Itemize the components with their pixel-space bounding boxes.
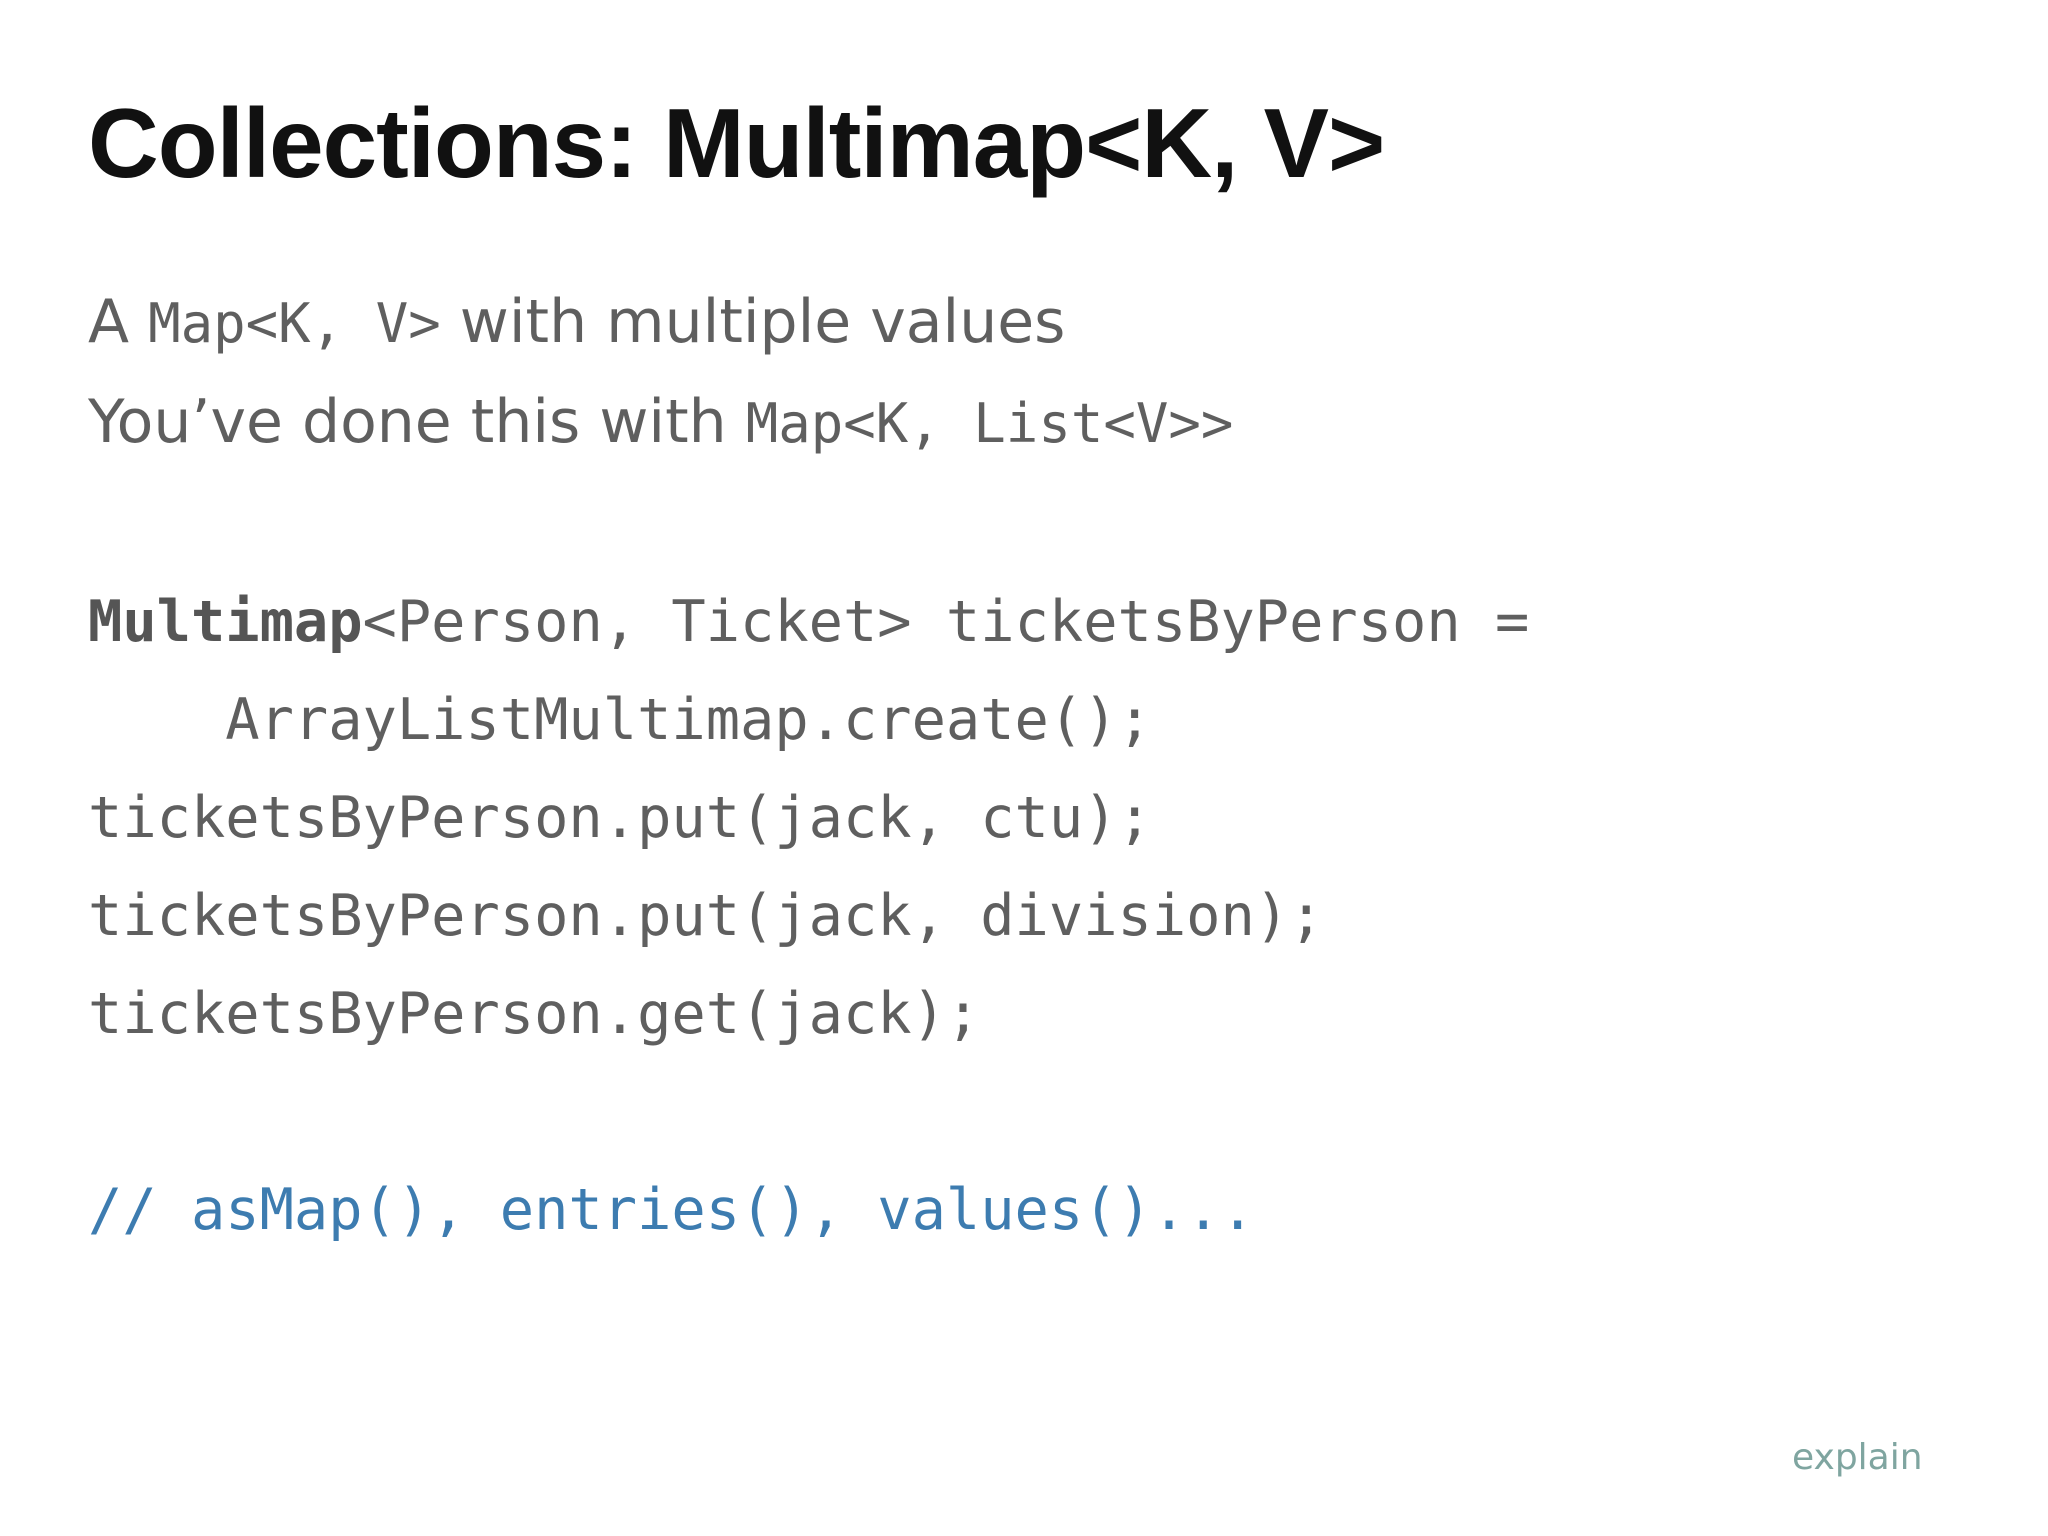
code-line-create: ArrayListMultimap.create(); xyxy=(88,687,1152,753)
bullet-code: Map<K, List<V>> xyxy=(745,392,1234,455)
code-line-get: ticketsByPerson.get(jack); xyxy=(88,981,981,1047)
slide-title: Collections: Multimap<K, V> xyxy=(88,88,1385,198)
bullet-code: Map<K, V> xyxy=(148,292,441,355)
code-keyword-multimap: Multimap xyxy=(88,589,363,655)
bullet-map-of-lists: You’ve done this with Map<K, List<V>> xyxy=(88,382,1233,464)
code-line-declaration: Multimap<Person, Ticket> ticketsByPerson… xyxy=(88,582,1529,662)
code-declaration-rest: <Person, Ticket> ticketsByPerson = xyxy=(362,589,1530,655)
bullet-map-with-multiple-values: A Map<K, V> with multiple values xyxy=(88,282,1065,364)
bullet-text-prefix: A xyxy=(88,287,149,357)
bullet-text-suffix: with multiple values xyxy=(440,287,1066,357)
bullet-text-prefix: You’ve done this with xyxy=(88,387,746,457)
code-line-put-division: ticketsByPerson.put(jack, division); xyxy=(88,883,1324,949)
code-comment: // asMap(), entries(), values()... xyxy=(88,1177,1255,1243)
explain-link[interactable]: explain xyxy=(1792,1437,1923,1478)
code-line-put-ctu: ticketsByPerson.put(jack, ctu); xyxy=(88,785,1152,851)
